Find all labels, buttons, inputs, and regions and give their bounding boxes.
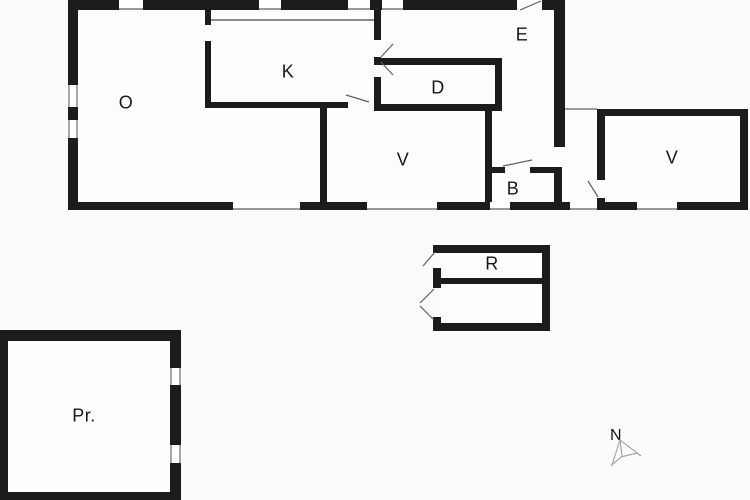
window-marker (348, 0, 370, 10)
room-label-e: E (515, 24, 529, 45)
window-marker (570, 202, 597, 210)
room-label-k: K (281, 61, 295, 82)
wall-segment (374, 0, 381, 40)
room-label-o: O (118, 92, 134, 113)
wall-segment (740, 109, 748, 210)
wall-segment (68, 107, 78, 120)
door-swing-r-bottom-a (419, 288, 435, 304)
room-label-r: R (485, 253, 499, 274)
wall-segment (438, 278, 542, 284)
window-marker (259, 0, 281, 10)
wall-segment (437, 202, 490, 210)
window-marker (170, 368, 181, 385)
window-marker (637, 202, 677, 210)
wall-segment (597, 202, 637, 210)
door-swing-r-bottom-b (419, 305, 435, 321)
window-marker (68, 85, 78, 107)
wall-segment (542, 245, 550, 331)
wall-segment (374, 104, 502, 111)
wall-segment (170, 330, 181, 368)
wall-segment (554, 0, 565, 147)
window-marker (68, 120, 78, 138)
wall-segment (0, 341, 8, 500)
wall-segment (205, 102, 348, 108)
wall-segment (170, 463, 181, 500)
window-marker (490, 202, 510, 210)
wall-segment (403, 0, 517, 10)
wall-segment (495, 58, 502, 111)
compass-north-label: N (609, 427, 623, 444)
room-label-v-annex: V (665, 147, 679, 168)
wall-segment (170, 385, 181, 445)
wall-segment (0, 492, 181, 500)
wall-segment (597, 109, 748, 116)
wall-segment (374, 77, 381, 111)
room-label-v-middle: V (396, 149, 410, 170)
wall-segment (433, 268, 441, 288)
wall-segment (542, 0, 565, 10)
window-marker (170, 445, 181, 463)
wall-segment (510, 202, 570, 210)
wall-segment (485, 167, 505, 173)
wall-segment (485, 104, 492, 202)
wall-segment (68, 138, 78, 210)
wall-segment (68, 0, 78, 85)
room-label-pr: Pr. (72, 405, 96, 426)
wall-segment (374, 58, 502, 65)
window-marker (367, 202, 437, 210)
room-label-b: B (506, 178, 520, 199)
wall-segment (300, 202, 367, 210)
wall-segment (530, 167, 554, 173)
wall-segment (68, 0, 119, 10)
wall-segment (143, 0, 259, 10)
wall-segment (554, 167, 562, 210)
wall-segment (281, 0, 348, 10)
window-marker (119, 0, 143, 10)
wall-segment (597, 109, 605, 180)
room-label-d: D (431, 77, 445, 98)
wall-segment (433, 245, 550, 253)
outbuilding-r-floor (433, 245, 550, 331)
outbuilding-pr-floor (0, 330, 181, 500)
wall-segment (677, 202, 748, 210)
annex-building-floor (565, 109, 748, 210)
wall-segment (433, 323, 550, 331)
window-marker (382, 0, 403, 10)
counter-line (211, 19, 374, 21)
wall-segment (205, 41, 211, 107)
window-marker (233, 202, 300, 210)
wall-segment (68, 202, 233, 210)
window-marker (565, 108, 597, 116)
wall-segment (320, 102, 327, 202)
wall-segment (205, 0, 211, 25)
wall-segment (0, 330, 181, 341)
